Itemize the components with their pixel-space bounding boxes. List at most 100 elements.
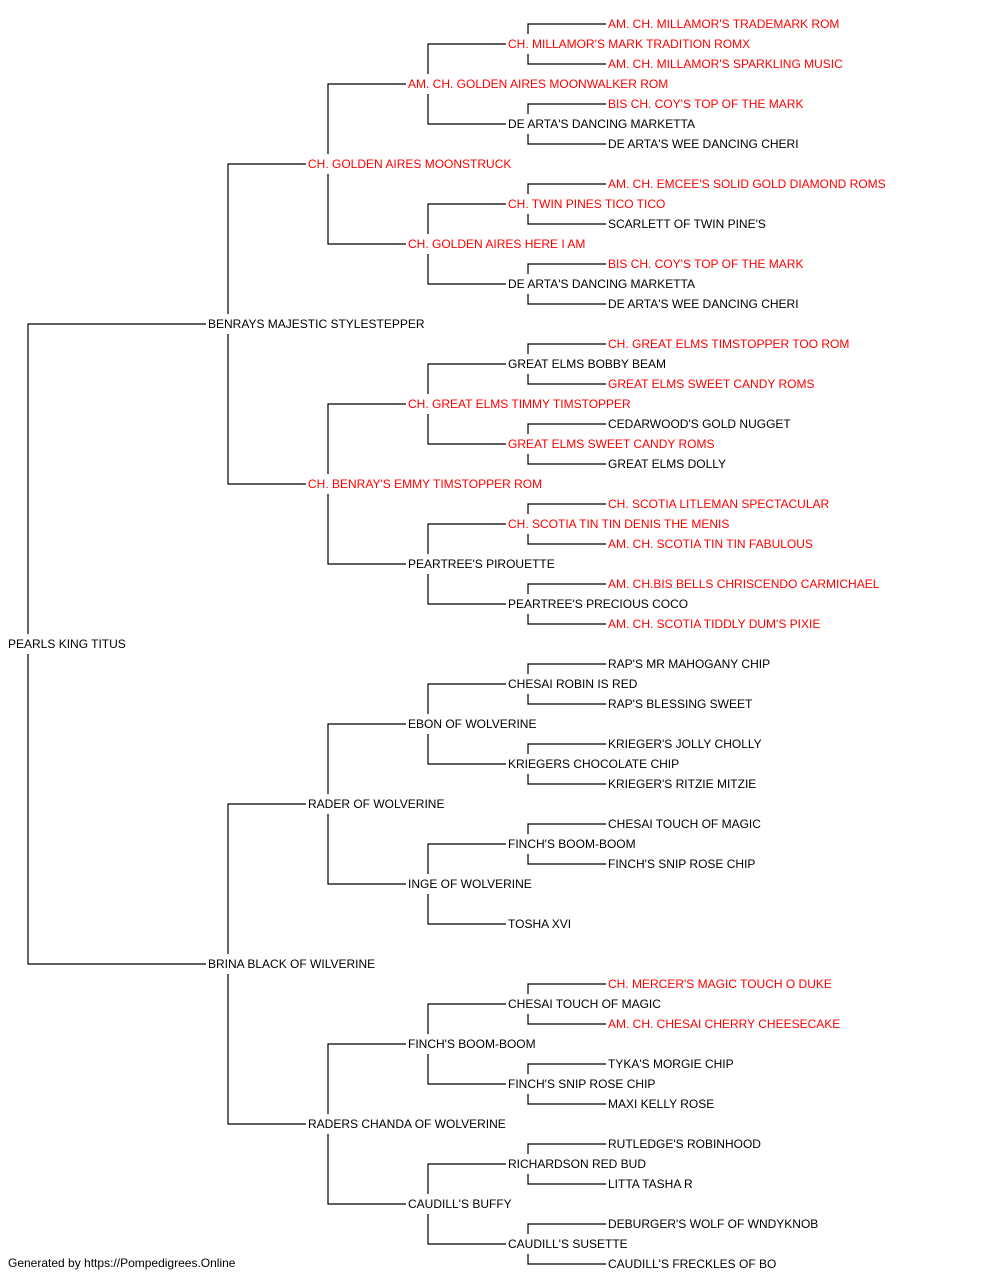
connector-subject-dam-dam-sire-sire-sire bbox=[527, 983, 606, 994]
connector-subject-sire-sire-dam-dam-dam bbox=[527, 294, 606, 305]
connector-subject-dam-dam-dam bbox=[327, 1134, 406, 1205]
connector-subject-dam-dam-sire-dam-dam bbox=[527, 1094, 606, 1105]
dog-subject-dam-sire: RADER OF WOLVERINE bbox=[308, 797, 444, 811]
connector-subject-dam-sire-dam bbox=[327, 814, 406, 885]
dog-subject-sire-dam-dam-dam: PEARTREE'S PRECIOUS COCO bbox=[508, 597, 688, 611]
dog-subject-dam-dam-sire-dam-dam: MAXI KELLY ROSE bbox=[608, 1097, 714, 1111]
dog-subject-sire-sire-sire-dam: DE ARTA'S DANCING MARKETTA bbox=[508, 117, 695, 131]
connector-subject-sire-sire-sire bbox=[327, 83, 406, 154]
connector-subject-dam-sire-dam-sire-sire bbox=[527, 823, 606, 834]
connector-subject-dam-sire-sire-sire bbox=[427, 683, 506, 714]
connector-subject-sire-dam bbox=[227, 334, 306, 485]
dog-subject-dam: BRINA BLACK OF WILVERINE bbox=[208, 957, 375, 971]
dog-subject-dam-dam-sire: FINCH'S BOOM-BOOM bbox=[408, 1037, 536, 1051]
dog-subject-sire-sire-sire-sire: CH. MILLAMOR'S MARK TRADITION ROMX bbox=[508, 37, 750, 51]
dog-subject-sire-dam-dam-dam-sire: AM. CH.BIS BELLS CHRISCENDO CARMICHAEL bbox=[608, 577, 880, 591]
dog-subject-sire-dam-dam-sire-sire: CH. SCOTIA LITLEMAN SPECTACULAR bbox=[608, 497, 829, 511]
connector-subject-dam bbox=[27, 654, 206, 965]
dog-subject-dam-dam-sire-dam-sire: TYKA'S MORGIE CHIP bbox=[608, 1057, 734, 1071]
footer-credit: Generated by https://Pompedigrees.Online bbox=[8, 1256, 236, 1270]
connector-subject-sire-sire-dam bbox=[327, 174, 406, 245]
connector-subject-sire-sire-dam-dam bbox=[427, 254, 506, 285]
dog-subject-sire-dam-sire-sire-sire: CH. GREAT ELMS TIMSTOPPER TOO ROM bbox=[608, 337, 849, 351]
connector-subject-sire-dam-dam-sire-sire bbox=[527, 503, 606, 514]
dog-subject-sire-dam-sire-sire-dam: GREAT ELMS SWEET CANDY ROMS bbox=[608, 377, 814, 391]
dog-subject-dam-dam-dam-dam-dam: CAUDILL'S FRECKLES OF BO bbox=[608, 1257, 776, 1271]
dog-subject-dam-sire-sire-sire-dam: RAP'S BLESSING SWEET bbox=[608, 697, 753, 711]
dog-subject-sire-sire-dam-sire-dam: SCARLETT OF TWIN PINE'S bbox=[608, 217, 766, 231]
dog-subject-dam-dam-dam-sire: RICHARDSON RED BUD bbox=[508, 1157, 646, 1171]
dog-subject-sire-sire-dam: CH. GOLDEN AIRES HERE I AM bbox=[408, 237, 585, 251]
dog-subject-dam-dam-sire-sire-sire: CH. MERCER'S MAGIC TOUCH O DUKE bbox=[608, 977, 832, 991]
connector-subject-sire-sire-dam-sire-sire bbox=[527, 183, 606, 194]
dog-subject-sire-dam-sire-dam: GREAT ELMS SWEET CANDY ROMS bbox=[508, 437, 714, 451]
connector-subject-sire-sire-sire-dam bbox=[427, 94, 506, 125]
dog-subject-sire-sire-sire-sire-sire: AM. CH. MILLAMOR'S TRADEMARK ROM bbox=[608, 17, 839, 31]
connector-subject-dam-dam-dam-dam-dam bbox=[527, 1254, 606, 1265]
connector-subject-sire-sire-dam-sire-dam bbox=[527, 214, 606, 225]
connector-subject-sire-dam-dam-dam bbox=[427, 574, 506, 605]
connector-subject-dam-dam-dam-dam-sire bbox=[527, 1223, 606, 1234]
connector-subject-sire-dam-sire-dam-sire bbox=[527, 423, 606, 434]
dog-subject-dam-dam-dam-sire-dam: LITTA TASHA R bbox=[608, 1177, 693, 1191]
connector-subject-sire-sire-sire-sire-dam bbox=[527, 54, 606, 65]
connector-subject-sire-dam-sire-dam bbox=[427, 414, 506, 445]
connector-subject-dam-dam-dam-sire-sire bbox=[527, 1143, 606, 1154]
connector-subject-dam-sire-dam-dam bbox=[427, 894, 506, 925]
dog-subject-dam-dam-dam-sire-sire: RUTLEDGE'S ROBINHOOD bbox=[608, 1137, 761, 1151]
dog-subject-sire-dam-sire-sire: GREAT ELMS BOBBY BEAM bbox=[508, 357, 666, 371]
connector-subject-sire-dam-sire-sire-dam bbox=[527, 374, 606, 385]
dog-subject-dam-sire-dam-sire: FINCH'S BOOM-BOOM bbox=[508, 837, 636, 851]
dog-subject-sire: BENRAYS MAJESTIC STYLESTEPPER bbox=[208, 317, 425, 331]
connector-subject-dam-sire-sire-dam-sire bbox=[527, 743, 606, 754]
dog-subject-dam-dam-sire-dam: FINCH'S SNIP ROSE CHIP bbox=[508, 1077, 655, 1091]
connector-subject-sire-dam-dam-sire-dam bbox=[527, 534, 606, 545]
connector-subject-sire-sire-sire-dam-sire bbox=[527, 103, 606, 114]
connector-subject-dam-sire-sire-dam-dam bbox=[527, 774, 606, 785]
dog-subject-dam-sire-sire-sire: CHESAI ROBIN IS RED bbox=[508, 677, 638, 691]
dog-subject-dam-sire-dam-sire-dam: FINCH'S SNIP ROSE CHIP bbox=[608, 857, 755, 871]
dog-subject-sire-sire-dam-sire: CH. TWIN PINES TICO TICO bbox=[508, 197, 665, 211]
connector-subject-dam-sire-sire bbox=[327, 723, 406, 794]
connector-subject-sire-sire-dam-sire bbox=[427, 203, 506, 234]
connector-subject-sire-dam-sire-sire bbox=[427, 363, 506, 394]
connector-subject-dam-dam-dam-sire bbox=[427, 1163, 506, 1194]
dog-subject-sire-sire-dam-dam-dam: DE ARTA'S WEE DANCING CHERI bbox=[608, 297, 799, 311]
dog-subject-sire-dam-dam-sire: CH. SCOTIA TIN TIN DENIS THE MENIS bbox=[508, 517, 729, 531]
connector-subject-sire-sire-sire-sire-sire bbox=[527, 23, 606, 34]
dog-subject-sire-sire: CH. GOLDEN AIRES MOONSTRUCK bbox=[308, 157, 511, 171]
dog-subject: PEARLS KING TITUS bbox=[8, 637, 126, 651]
connector-subject-sire-dam-dam-sire bbox=[427, 523, 506, 554]
connector-subject-dam-dam-sire bbox=[327, 1043, 406, 1114]
dog-subject-dam-sire-sire-dam-sire: KRIEGER'S JOLLY CHOLLY bbox=[608, 737, 762, 751]
connector-subject-sire-dam-dam bbox=[327, 494, 406, 565]
connector-subject-dam-sire bbox=[227, 803, 306, 954]
dog-subject-sire-sire-dam-dam-sire: BIS CH. COY'S TOP OF THE MARK bbox=[608, 257, 803, 271]
dog-subject-sire-sire-sire: AM. CH. GOLDEN AIRES MOONWALKER ROM bbox=[408, 77, 668, 91]
dog-subject-dam-dam-sire-sire: CHESAI TOUCH OF MAGIC bbox=[508, 997, 661, 1011]
connector-subject-sire-sire bbox=[227, 163, 306, 314]
dog-subject-sire-sire-sire-dam-sire: BIS CH. COY'S TOP OF THE MARK bbox=[608, 97, 803, 111]
dog-subject-sire-dam-sire: CH. GREAT ELMS TIMMY TIMSTOPPER bbox=[408, 397, 631, 411]
connector-subject-sire-sire-sire-sire bbox=[427, 43, 506, 74]
connector-subject-dam-dam-dam-sire-dam bbox=[527, 1174, 606, 1185]
connector-subject-dam-sire-dam-sire-dam bbox=[527, 854, 606, 865]
dog-subject-sire-dam-dam: PEARTREE'S PIROUETTE bbox=[408, 557, 555, 571]
connector-subject-dam-dam bbox=[227, 974, 306, 1125]
dog-subject-sire-sire-dam-sire-sire: AM. CH. EMCEE'S SOLID GOLD DIAMOND ROMS bbox=[608, 177, 886, 191]
connector-subject-sire-sire-dam-dam-sire bbox=[527, 263, 606, 274]
dog-subject-sire-dam: CH. BENRAY'S EMMY TIMSTOPPER ROM bbox=[308, 477, 542, 491]
dog-subject-dam-sire-dam-dam: TOSHA XVI bbox=[508, 917, 571, 931]
connector-subject-dam-dam-dam-dam bbox=[427, 1214, 506, 1245]
dog-subject-sire-dam-sire-dam-dam: GREAT ELMS DOLLY bbox=[608, 457, 726, 471]
connector-subject-sire-dam-sire-sire-sire bbox=[527, 343, 606, 354]
dog-subject-dam-dam-dam-dam: CAUDILL'S SUSETTE bbox=[508, 1237, 628, 1251]
connector-subject-dam-sire-sire-sire-dam bbox=[527, 694, 606, 705]
dog-subject-sire-sire-sire-dam-dam: DE ARTA'S WEE DANCING CHERI bbox=[608, 137, 799, 151]
dog-subject-sire-dam-dam-dam-dam: AM. CH. SCOTIA TIDDLY DUM'S PIXIE bbox=[608, 617, 820, 631]
connector-subject-dam-sire-dam-sire bbox=[427, 843, 506, 874]
connector-subject-dam-sire-sire-dam bbox=[427, 734, 506, 765]
dog-subject-dam-dam-sire-sire-dam: AM. CH. CHESAI CHERRY CHEESECAKE bbox=[608, 1017, 840, 1031]
dog-subject-sire-dam-sire-dam-sire: CEDARWOOD'S GOLD NUGGET bbox=[608, 417, 791, 431]
